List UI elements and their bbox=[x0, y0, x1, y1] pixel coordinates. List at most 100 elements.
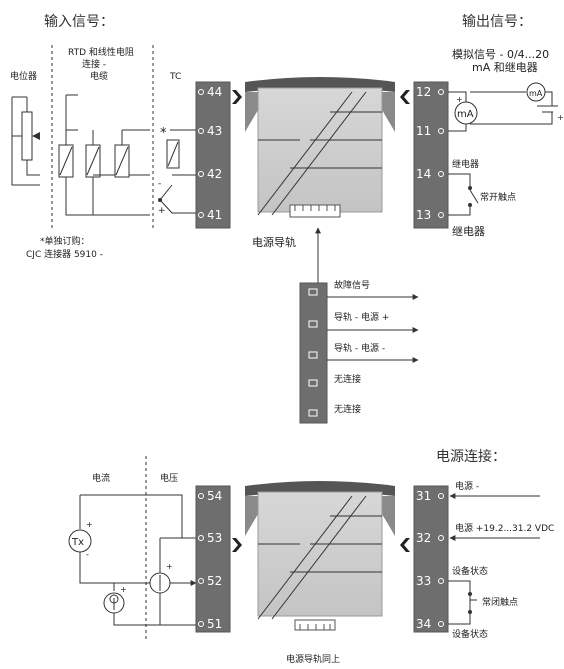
chevron-right-icon bbox=[232, 90, 242, 104]
svg-text:42: 42 bbox=[207, 167, 222, 181]
svg-text:+: + bbox=[86, 520, 93, 529]
rail-connector-block bbox=[299, 282, 328, 424]
terminal-14: 14 bbox=[416, 167, 444, 181]
relay-label: 继电器 bbox=[452, 158, 479, 170]
power-minus-label: 电源 - bbox=[455, 480, 479, 492]
analog-output-label-line1: 模拟信号 - 0/4...20 bbox=[452, 47, 549, 61]
device-status-label-1: 设备状态 bbox=[452, 565, 488, 577]
terminal-43: 43 bbox=[198, 124, 222, 138]
svg-text:+: + bbox=[158, 206, 166, 216]
svg-text:11: 11 bbox=[416, 124, 431, 138]
rail-signal-minus: 导轨 - 电源 - bbox=[334, 342, 385, 354]
rtd-label-line1: RTD 和线性电阻 bbox=[68, 46, 134, 58]
svg-text:14: 14 bbox=[416, 167, 431, 181]
rail-signal-fault: 故障信号 bbox=[334, 279, 370, 291]
input-signal-title: 输入信号： bbox=[44, 14, 114, 30]
svg-text:32: 32 bbox=[416, 531, 431, 545]
rtd-label-line2: 连接 - bbox=[82, 58, 106, 70]
current-label: 电流 bbox=[92, 472, 110, 484]
relay-label-bottom: 继电器 bbox=[452, 225, 485, 238]
power-input-terminal-block bbox=[195, 485, 231, 633]
cjc-note-line1: *单独订购： bbox=[40, 235, 90, 247]
rail-signal-nc1: 无连接 bbox=[334, 373, 361, 385]
terminal-51: 51 bbox=[198, 617, 222, 631]
svg-text:33: 33 bbox=[416, 574, 431, 588]
terminal-53: 53 bbox=[198, 531, 222, 545]
chevron-left-icon bbox=[400, 90, 410, 104]
tc-label: TC bbox=[169, 72, 181, 82]
terminal-33: 33 bbox=[416, 574, 444, 588]
rtd-label-line3: 电缆 bbox=[90, 70, 108, 82]
relay-contact-no-symbol bbox=[448, 173, 479, 216]
normally-open-label: 常开触点 bbox=[480, 191, 516, 203]
potentiometer-symbol bbox=[11, 96, 40, 186]
thermocouple-symbol: * - + bbox=[158, 126, 196, 216]
terminal-13: 13 bbox=[416, 208, 444, 222]
svg-text:41: 41 bbox=[207, 208, 222, 222]
transmitter-symbol: + Tx - bbox=[68, 494, 197, 586]
output-signal-title: 输出信号： bbox=[462, 14, 532, 30]
svg-text:mA: mA bbox=[457, 109, 474, 120]
chevron-right-icon bbox=[232, 538, 242, 552]
power-plus-label: 电源 +19.2...31.2 VDC bbox=[455, 522, 554, 534]
rtd-4wire-symbol bbox=[114, 129, 150, 178]
voltage-source-symbol: + bbox=[149, 537, 196, 626]
input-terminal-block bbox=[195, 81, 231, 229]
relay-contact-nc-symbol bbox=[448, 580, 477, 625]
analog-output-label-line2: mA 和继电器 bbox=[472, 61, 538, 74]
svg-text:+: + bbox=[557, 113, 564, 122]
svg-text:+: + bbox=[166, 562, 173, 571]
svg-text:51: 51 bbox=[207, 617, 222, 631]
svg-text:52: 52 bbox=[207, 574, 222, 588]
svg-text:44: 44 bbox=[207, 85, 222, 99]
svg-text:43: 43 bbox=[207, 124, 222, 138]
voltage-label: 电压 bbox=[160, 472, 178, 484]
svg-text:+: + bbox=[120, 585, 127, 594]
svg-text:31: 31 bbox=[416, 489, 431, 503]
power-rail-label: 电源导轨 bbox=[252, 235, 296, 249]
terminal-34: 34 bbox=[416, 617, 444, 631]
rtd-3wire-symbol bbox=[85, 130, 150, 215]
ma-meter-symbol: + mA bbox=[448, 91, 478, 132]
potentiometer-label: 电位器 bbox=[10, 70, 37, 82]
power-connection-title: 电源连接： bbox=[436, 448, 506, 465]
rail-signal-nc2: 无连接 bbox=[334, 403, 361, 415]
terminal-44: 44 bbox=[198, 85, 222, 99]
svg-text:54: 54 bbox=[207, 489, 222, 503]
svg-text:-: - bbox=[158, 179, 161, 189]
svg-text:13: 13 bbox=[416, 208, 431, 222]
svg-text:-: - bbox=[86, 550, 89, 559]
terminal-42: 42 bbox=[198, 167, 222, 181]
power-rail-same-label: 电源导轨同上 bbox=[286, 653, 340, 665]
output-terminal-block bbox=[413, 81, 449, 229]
terminal-41: 41 bbox=[198, 208, 222, 222]
cjc-note-line2: CJC 连接器 5910 - bbox=[26, 248, 103, 260]
chevron-left-icon bbox=[400, 538, 410, 552]
svg-text:34: 34 bbox=[416, 617, 431, 631]
current-source-symbol: + bbox=[103, 583, 196, 626]
rail-pin-5: 无连接 bbox=[308, 403, 361, 417]
rail-pin-3: 导轨 - 电源 - bbox=[308, 342, 419, 363]
terminal-31: 31 bbox=[416, 489, 444, 503]
terminal-52: 52 bbox=[198, 574, 222, 588]
module-body-bottom bbox=[245, 481, 395, 631]
normally-closed-label: 常闭触点 bbox=[482, 596, 518, 608]
power-output-terminal-block bbox=[413, 485, 449, 633]
rtd-2wire-symbol bbox=[58, 94, 150, 216]
rail-pin-2: 导轨 - 电源 + bbox=[308, 311, 419, 333]
external-ma-meter-symbol: mA + bbox=[470, 82, 564, 125]
module-body-top bbox=[245, 77, 395, 218]
svg-text:53: 53 bbox=[207, 531, 222, 545]
terminal-32: 32 bbox=[416, 531, 444, 545]
svg-text:mA: mA bbox=[529, 89, 543, 98]
rail-signal-plus: 导轨 - 电源 + bbox=[334, 311, 389, 323]
svg-text:+: + bbox=[456, 95, 463, 104]
svg-text:12: 12 bbox=[416, 85, 431, 99]
svg-text:Tx: Tx bbox=[71, 537, 84, 548]
svg-text:*: * bbox=[160, 126, 167, 141]
terminal-11: 11 bbox=[416, 124, 444, 138]
terminal-54: 54 bbox=[198, 489, 222, 503]
terminal-12: 12 bbox=[416, 85, 444, 99]
rail-pin-1: 故障信号 bbox=[308, 279, 419, 300]
